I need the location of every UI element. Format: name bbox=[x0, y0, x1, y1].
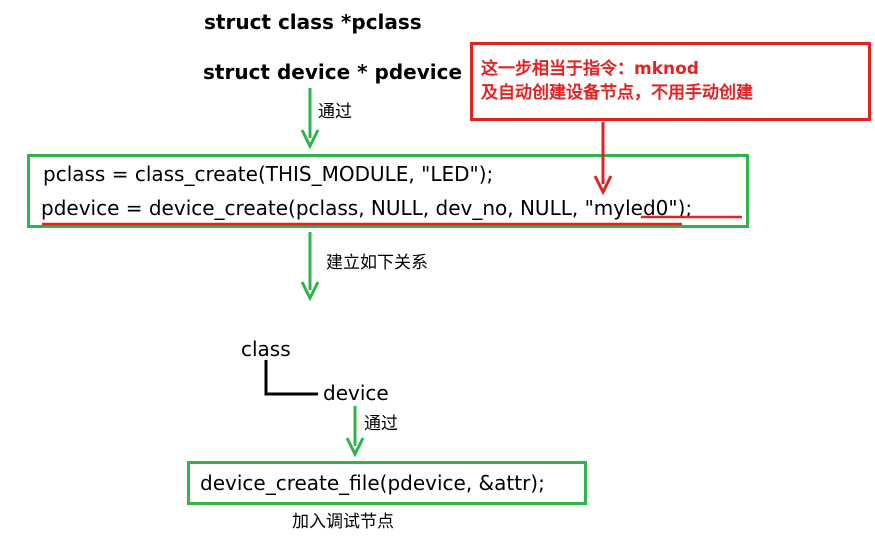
code-line-class-create: pclass = class_create(THIS_MODULE, "LED"… bbox=[43, 162, 494, 186]
hierarchy-class: class bbox=[241, 337, 291, 361]
hierarchy-connector bbox=[264, 360, 318, 396]
code-line-device-create: pdevice = device_create(pclass, NULL, de… bbox=[41, 196, 693, 220]
declaration-pdevice: struct device * pdevice bbox=[203, 60, 463, 84]
arrow-down-green-1 bbox=[300, 88, 320, 150]
file-call-box: device_create_file(pdevice, &attr); bbox=[187, 461, 587, 505]
arrow-label-via-1: 通过 bbox=[318, 102, 352, 122]
callout-box: 这一步相当于指令：mknod 及自动创建设备节点，不用手动创建 bbox=[470, 42, 871, 121]
file-call-code: device_create_file(pdevice, &attr); bbox=[200, 471, 545, 495]
arrow-down-red bbox=[593, 122, 613, 196]
callout-line-1: 这一步相当于指令：mknod bbox=[481, 59, 699, 79]
arrow-label-establish: 建立如下关系 bbox=[326, 253, 428, 273]
declaration-pclass: struct class *pclass bbox=[204, 10, 422, 34]
arrow-label-via-2: 通过 bbox=[364, 414, 398, 434]
callout-line-2: 及自动创建设备节点，不用手动创建 bbox=[481, 83, 753, 103]
file-call-caption: 加入调试节点 bbox=[292, 512, 394, 532]
arrow-down-green-2 bbox=[300, 232, 320, 302]
code-block: pclass = class_create(THIS_MODULE, "LED"… bbox=[27, 154, 749, 228]
hierarchy-device: device bbox=[323, 381, 389, 405]
arrow-down-green-3 bbox=[345, 406, 365, 458]
